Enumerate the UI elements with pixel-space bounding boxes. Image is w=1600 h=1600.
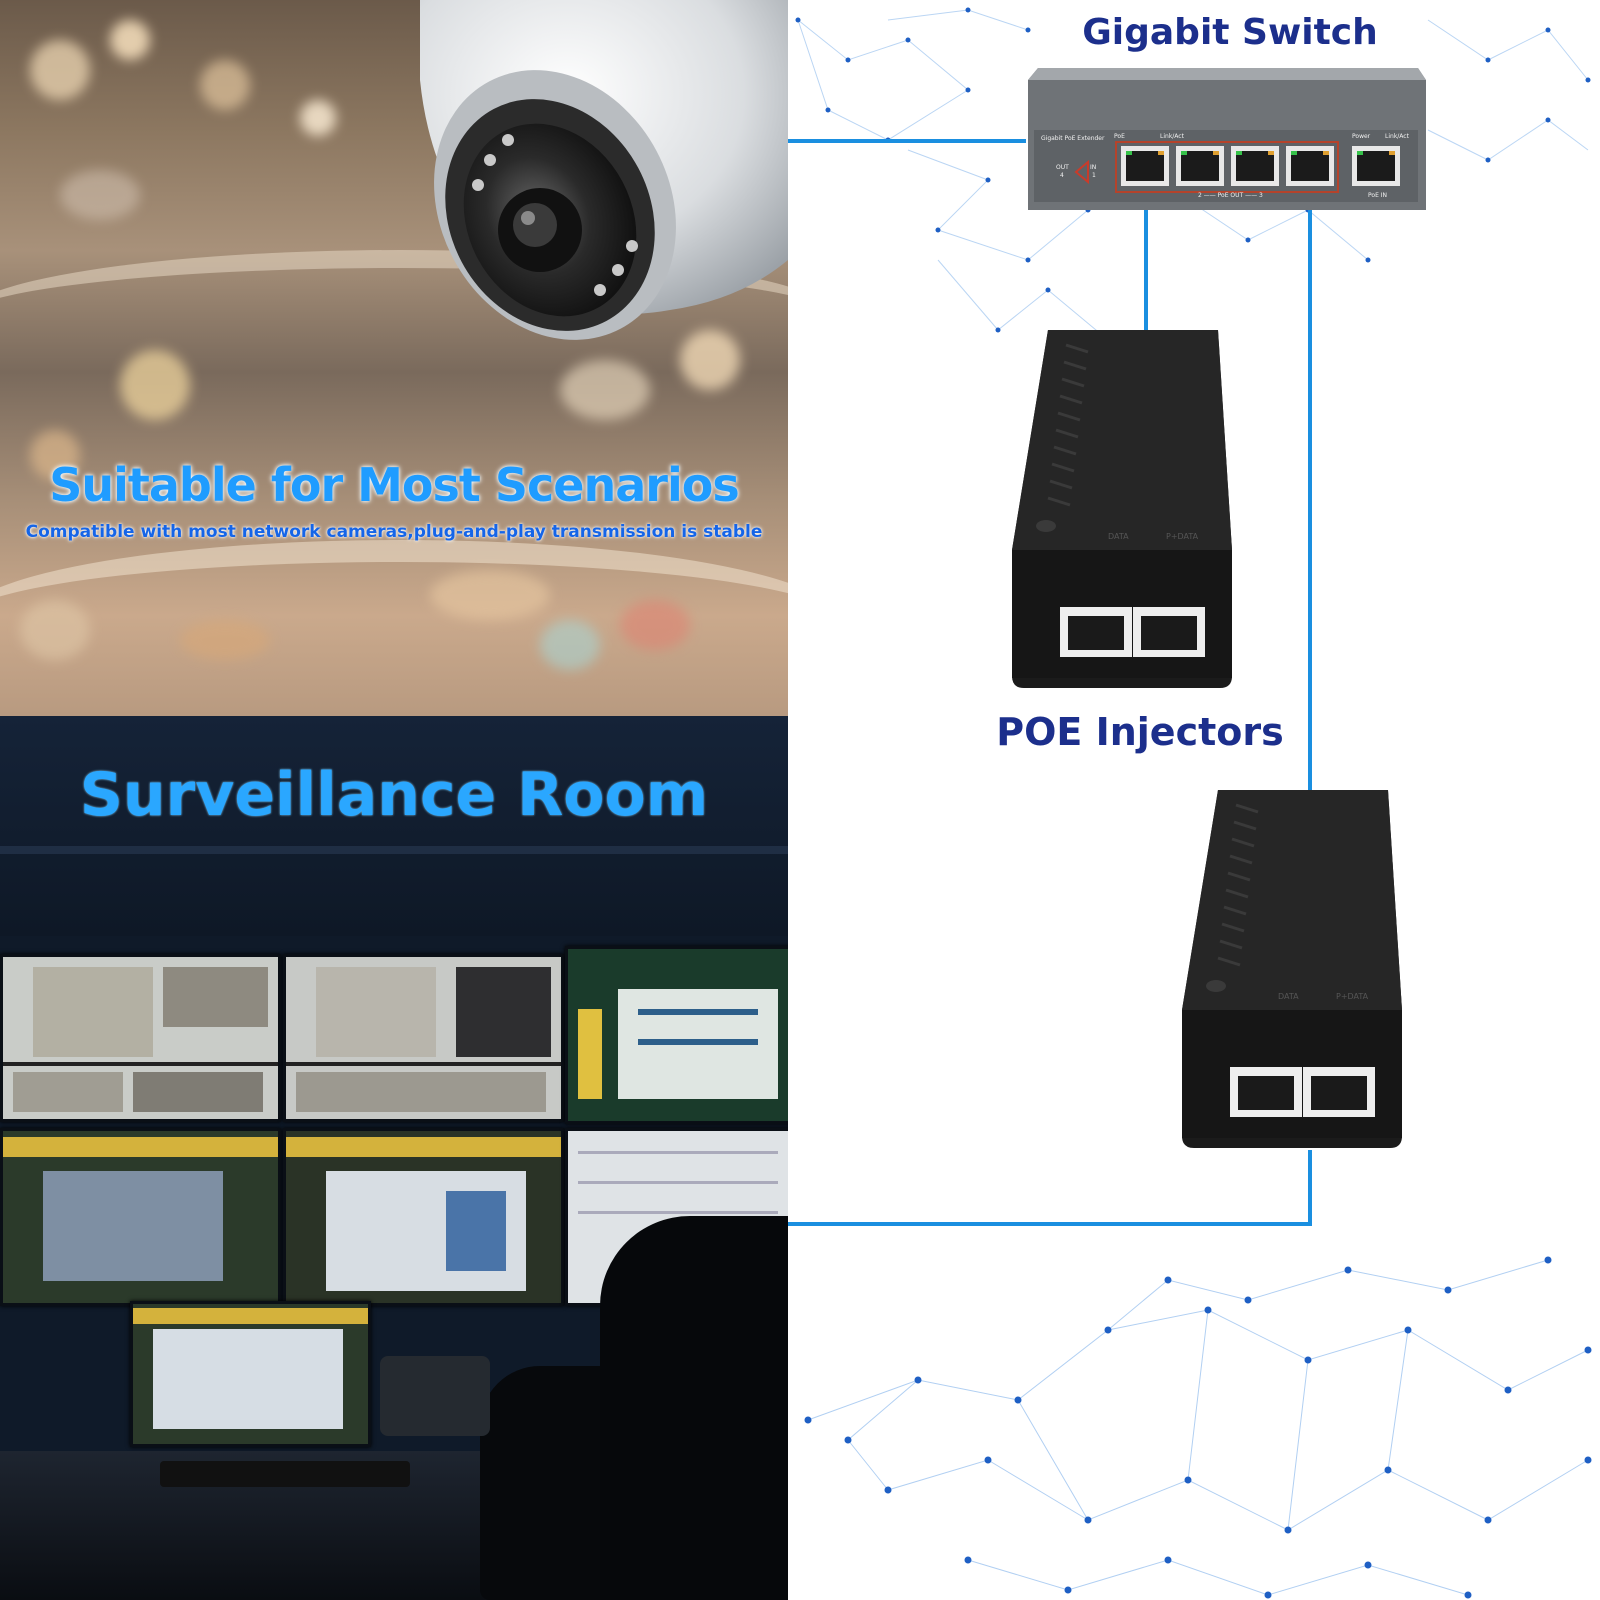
mall-scene-panel: Suitable for Most Scenarios Compatible w…: [0, 0, 788, 716]
switch-poe-in-text: PoE IN: [1368, 192, 1388, 199]
surveillance-room-heading: Surveillance Room: [79, 760, 709, 830]
surveillance-room-panel: Surveillance Room: [0, 716, 788, 1600]
gigabit-switch-label: Gigabit Switch: [1082, 12, 1378, 53]
network-mesh-bottom: [807, 1259, 1589, 1596]
dome-camera-image: [420, 0, 788, 340]
switch-model-text: Gigabit PoE Extender: [1041, 135, 1105, 142]
gigabit-switch: [1028, 68, 1426, 210]
injector-2-data-label: DATA: [1278, 992, 1299, 1001]
monitor-cctv-grid-2: [283, 954, 564, 1122]
monitor-map-1: [565, 946, 788, 1124]
switch-in-text: IN: [1090, 164, 1097, 171]
cable-injector-2-out: [788, 1150, 1312, 1226]
poe-injector-1: [1012, 330, 1232, 688]
network-dots-bottom: [804, 1256, 1592, 1599]
printer: [380, 1356, 490, 1436]
keyboard: [160, 1461, 410, 1487]
switch-poe-text: PoE: [1114, 133, 1125, 140]
switch-link-act-right-text: Link/Act: [1385, 133, 1409, 140]
network-diagram: [788, 7, 1592, 1599]
monitor-map-2: [0, 1128, 281, 1306]
injector-1-pdata-label: P+DATA: [1166, 532, 1199, 541]
switch-link-act-left-text: Link/Act: [1160, 133, 1184, 140]
injector-2-pdata-label: P+DATA: [1336, 992, 1369, 1001]
monitor-desk: [130, 1301, 371, 1447]
scenarios-subheading: Compatible with most network cameras,plu…: [25, 522, 763, 542]
poe-injector-2: [1182, 790, 1402, 1148]
office-chair-2: [600, 1216, 788, 1600]
switch-power-text: Power: [1352, 133, 1371, 140]
monitor-cctv-grid-1: [0, 954, 281, 1122]
scenarios-heading: Suitable for Most Scenarios: [49, 458, 739, 512]
switch-out-text: OUT: [1056, 164, 1069, 171]
switch-in-num: 1: [1092, 172, 1096, 179]
switch-poe-out-text: 2 —— PoE OUT —— 3: [1198, 192, 1263, 199]
poe-injectors-label: POE Injectors: [996, 710, 1284, 754]
injector-1-data-label: DATA: [1108, 532, 1129, 541]
monitor-map-3: [283, 1128, 564, 1306]
switch-out-num: 4: [1060, 172, 1064, 179]
